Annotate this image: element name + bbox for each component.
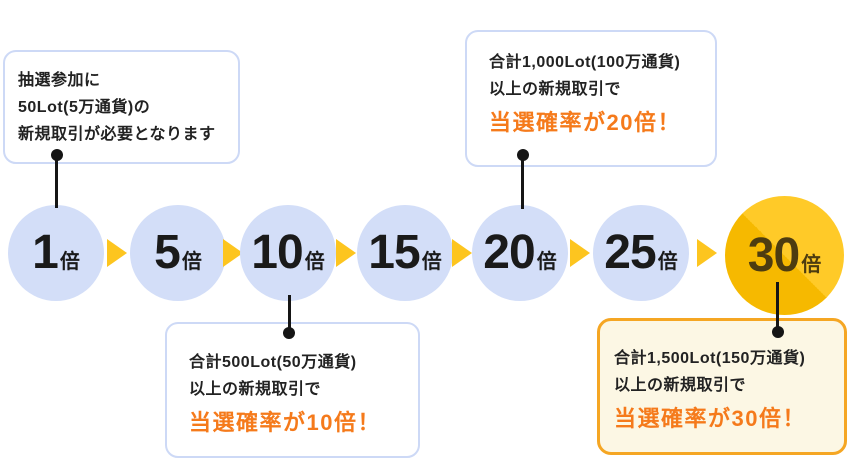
- callout-30x-line1: 合計1,500Lot(150万通貨): [614, 350, 806, 367]
- step-circle-25x: 25 倍: [593, 205, 689, 301]
- connector-dot-30x: [772, 326, 784, 338]
- connector-line-10x: [288, 295, 291, 334]
- arrow-right-icon: [223, 239, 243, 267]
- step-value: 10: [251, 226, 303, 279]
- callout-20x: 合計1,000Lot(100万通貨) 以上の新規取引で 当選確率が20倍！: [465, 30, 717, 167]
- arrow-right-icon: [570, 239, 590, 267]
- step-unit: 倍: [59, 251, 80, 273]
- arrow-right-icon: [336, 239, 356, 267]
- callout-30x: 合計1,500Lot(150万通貨) 以上の新規取引で 当選確率が30倍！: [597, 318, 847, 455]
- callout-entry-requirement: 抽選参加に 50Lot(5万通貨)の 新規取引が必要となります: [3, 50, 240, 164]
- arrow-right-icon: [107, 239, 127, 267]
- callout-10x-line1: 合計500Lot(50万通貨): [189, 354, 357, 371]
- connector-dot-10x: [283, 327, 295, 339]
- connector-line-20x: [521, 155, 524, 209]
- callout-10x-line2: 以上の新規取引で: [189, 381, 322, 398]
- step-unit: 倍: [536, 251, 557, 273]
- step-value: 20: [483, 226, 535, 279]
- step-value: 30: [747, 228, 800, 282]
- callout-30x-highlight: 当選確率が30倍！: [614, 406, 806, 431]
- step-value: 1: [32, 226, 59, 279]
- connector-line-30x: [776, 282, 779, 333]
- arrow-right-icon: [697, 239, 717, 267]
- step-value: 15: [368, 226, 420, 279]
- step-unit: 倍: [181, 251, 202, 273]
- callout-entry-line3: 新規取引が必要となります: [18, 126, 216, 143]
- step-circle-15x: 15 倍: [357, 205, 453, 301]
- callout-20x-highlight: 当選確率が20倍！: [489, 110, 681, 135]
- step-unit: 倍: [421, 251, 442, 273]
- connector-line-entry: [55, 156, 58, 208]
- callout-entry-line1: 抽選参加に: [18, 72, 101, 89]
- callout-20x-line1: 合計1,000Lot(100万通貨): [489, 54, 681, 71]
- callout-30x-line2: 以上の新規取引で: [614, 377, 747, 394]
- step-circle-20x: 20 倍: [472, 205, 568, 301]
- callout-entry-line2: 50Lot(5万通貨)の: [18, 99, 151, 116]
- step-unit: 倍: [304, 251, 325, 273]
- callout-10x-highlight: 当選確率が10倍！: [189, 410, 381, 435]
- step-value: 25: [604, 226, 656, 279]
- connector-dot-20x: [517, 149, 529, 161]
- callout-20x-line2: 以上の新規取引で: [489, 81, 622, 98]
- step-unit: 倍: [801, 253, 822, 276]
- step-value: 5: [154, 226, 181, 279]
- step-circle-10x: 10 倍: [240, 205, 336, 301]
- step-unit: 倍: [657, 251, 678, 273]
- step-circle-5x: 5 倍: [130, 205, 226, 301]
- connector-dot-entry: [51, 149, 63, 161]
- callout-10x: 合計500Lot(50万通貨) 以上の新規取引で 当選確率が10倍！: [165, 322, 420, 458]
- step-circle-1x: 1 倍: [8, 205, 104, 301]
- arrow-right-icon: [452, 239, 472, 267]
- step-circle-30x-highlighted: 30 倍: [725, 196, 844, 315]
